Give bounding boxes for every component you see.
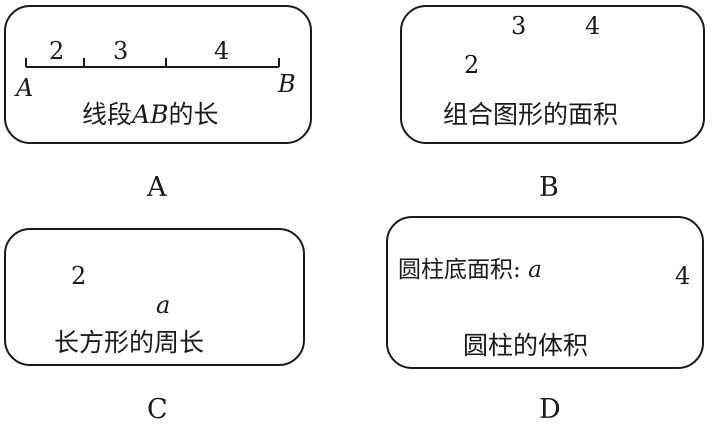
segment-length-2: 3 — [113, 37, 129, 65]
option-c-card — [4, 228, 305, 366]
point-a-label: A — [16, 74, 34, 102]
height-label-2-c: 2 — [71, 262, 87, 290]
width-label-4: 4 — [585, 12, 601, 40]
base-area-label: 圆柱底面积: a — [398, 257, 542, 283]
option-b-caption: 组合图形的面积 — [443, 100, 619, 129]
height-label-4: 4 — [675, 262, 691, 290]
option-a-letter: A — [147, 172, 167, 203]
segment-length-3: 4 — [214, 37, 230, 65]
option-a-card — [4, 5, 312, 144]
option-c-letter: C — [147, 394, 168, 425]
width-label-3: 3 — [511, 12, 527, 40]
option-b-letter: B — [539, 172, 559, 203]
option-c-caption: 长方形的周长 — [54, 328, 205, 357]
height-label-2: 2 — [464, 51, 480, 79]
option-d-card — [386, 216, 704, 369]
width-label-a: a — [156, 291, 171, 319]
option-d-caption: 圆柱的体积 — [463, 331, 589, 360]
segment-length-1: 2 — [49, 37, 65, 65]
option-b-card — [400, 5, 705, 144]
option-d-letter: D — [539, 394, 561, 425]
point-b-label: B — [278, 70, 296, 98]
option-a-caption: 线段AB的长 — [82, 100, 219, 129]
